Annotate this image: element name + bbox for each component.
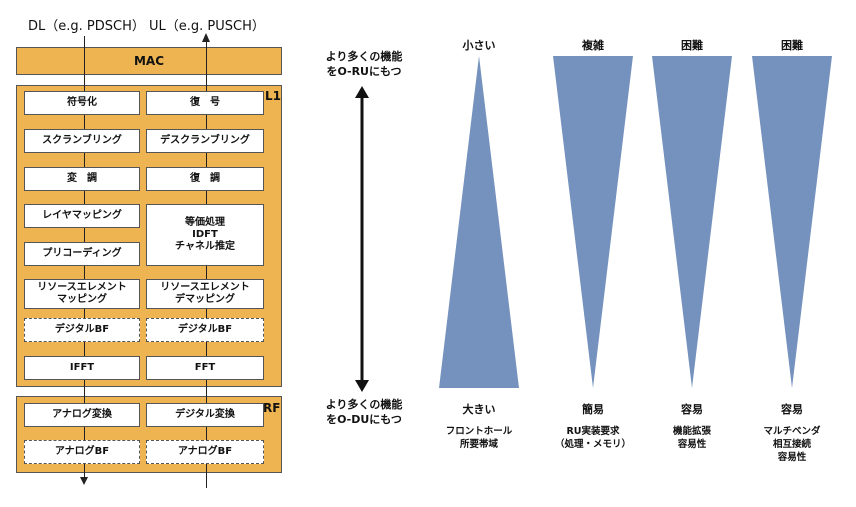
dl-scrambling: スクランブリング <box>24 129 140 153</box>
triangle-4-note: マルチベンダ相互接続容易性 <box>737 426 847 464</box>
triangle-3-note-line-1: 機能拡張 <box>672 426 711 437</box>
ul-arrowhead-up <box>202 33 210 42</box>
triangle-2 <box>553 56 633 388</box>
triangle-4-note-line-3: 容易性 <box>777 451 807 463</box>
triangle-1-note-line-1: フロントホール <box>445 426 513 437</box>
rf-tag: RF <box>263 401 281 415</box>
dl-analog-bf: アナログBF <box>24 440 140 464</box>
triangle-4 <box>752 56 832 388</box>
dl-re-mapping-line1: リソースエレメント <box>37 282 127 293</box>
dl-digital-bf: デジタルBF <box>24 318 140 342</box>
ul-digital-bf: デジタルBF <box>146 318 264 342</box>
triangle-3 <box>652 56 732 388</box>
triangle-1 <box>439 56 519 388</box>
dl-arrowhead-down <box>80 477 88 485</box>
triangle-1-note: フロントホール所要帯域 <box>424 426 534 452</box>
split-double-arrow <box>355 86 369 392</box>
triangle-2-note: RU実装要求（処理・メモリ） <box>538 426 648 452</box>
ul-re-demapping: リソースエレメント デマッピング <box>146 279 264 309</box>
triangle-1-top-label: 小さい <box>462 39 496 52</box>
triangle-2-bottom-label: 簡易 <box>582 403 604 416</box>
ul-digital-conversion: デジタル変換 <box>146 403 264 427</box>
dl-layer-mapping: レイヤマッピング <box>24 204 140 228</box>
mac-layer: MAC <box>16 47 282 75</box>
dl-modulation: 変 調 <box>24 167 140 191</box>
ul-equalization-line3: チャネル推定 <box>175 241 235 252</box>
triangle-3-note-line-2: 容易性 <box>677 438 707 450</box>
dl-analog-conversion: アナログ変換 <box>24 403 140 427</box>
split-top-line2: をO-RUにもつ <box>326 64 402 78</box>
ul-equalization-line2: IDFT <box>192 229 218 240</box>
dl-precoding: プリコーディング <box>24 242 140 266</box>
triangle-1-note-line-2: 所要帯域 <box>459 438 498 450</box>
ul-analog-bf: アナログBF <box>146 440 264 464</box>
ul-demodulation: 復 調 <box>146 167 264 191</box>
triangle-2-shape <box>553 56 633 388</box>
triangle-4-bottom-label: 容易 <box>781 403 803 416</box>
triangle-1-bottom-label: 大きい <box>462 403 496 416</box>
triangle-4-note-line-1: マルチベンダ <box>763 426 821 437</box>
dl-ifft: IFFT <box>24 356 140 380</box>
split-bottom-line1: より多くの機能 <box>325 398 403 411</box>
triangle-2-top-label: 複雑 <box>582 39 604 52</box>
ul-re-demapping-line2: デマッピング <box>175 294 235 305</box>
triangle-4-shape <box>752 56 832 388</box>
split-top-label: より多くの機能 をO-RUにもつ <box>312 50 416 80</box>
ul-equalization-line1: 等価処理 <box>185 217 225 228</box>
ul-header: UL（e.g. PUSCH） <box>149 19 265 34</box>
ul-re-demapping-line1: リソースエレメント <box>160 282 250 293</box>
ul-descrambling: デスクランブリング <box>146 129 264 153</box>
ul-fft: FFT <box>146 356 264 380</box>
ul-decoding: 復 号 <box>146 91 264 115</box>
dl-re-mapping: リソースエレメント マッピング <box>24 279 140 309</box>
ul-equalization: 等価処理 IDFT チャネル推定 <box>146 204 264 266</box>
triangle-3-top-label: 困難 <box>681 39 703 52</box>
triangle-4-note-line-2: 相互接続 <box>772 438 811 450</box>
triangle-2-note-line-1: RU実装要求 <box>566 426 620 437</box>
split-bottom-label: より多くの機能 をO-DUにもつ <box>312 398 416 428</box>
split-top-line1: より多くの機能 <box>325 50 403 63</box>
triangle-3-shape <box>652 56 732 388</box>
triangle-3-note: 機能拡張容易性 <box>637 426 747 452</box>
triangle-4-top-label: 困難 <box>781 39 803 52</box>
split-bottom-line2: をO-DUにもつ <box>326 412 402 426</box>
triangle-3-bottom-label: 容易 <box>681 403 703 416</box>
split-arrowhead-up <box>355 86 369 98</box>
l1-tag: L1 <box>265 89 281 103</box>
triangle-2-note-line-2: （処理・メモリ） <box>554 438 631 450</box>
dl-re-mapping-line2: マッピング <box>57 294 107 305</box>
dl-encoding: 符号化 <box>24 91 140 115</box>
triangle-1-shape <box>439 56 519 388</box>
split-arrowhead-down <box>355 380 369 392</box>
dl-header: DL（e.g. PDSCH） <box>28 19 145 34</box>
